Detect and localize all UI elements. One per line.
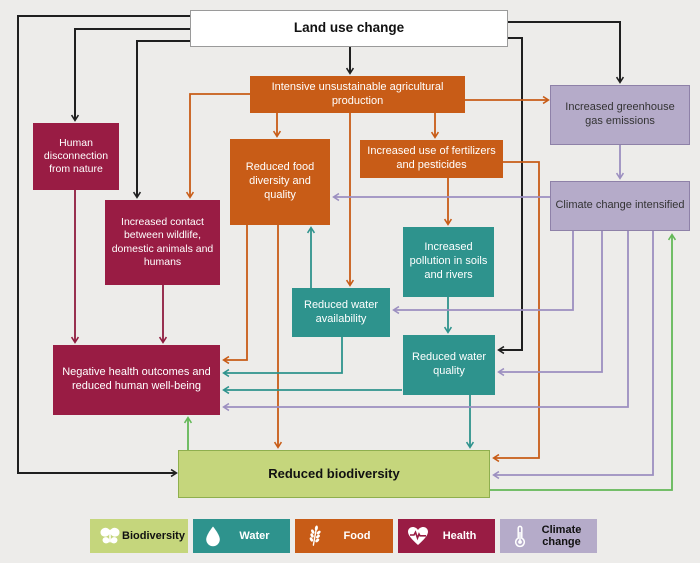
heart-pulse-icon [406, 524, 430, 548]
legend-item-water: Water [193, 519, 290, 553]
node-label: Increased use of fertilizers and pestici… [367, 145, 496, 171]
node-label: Reduced biodiversity [268, 465, 400, 481]
legend-label: Food [343, 529, 371, 542]
node-water-quality: Reduced water quality [403, 335, 495, 395]
node-wildlife-contact: Increased contact between wildlife, dome… [105, 200, 220, 285]
edge-climate-change-to-water-availability [392, 231, 574, 315]
edge-land-use-change-to-wildlife-contact [132, 40, 190, 199]
thermometer-icon [508, 524, 532, 548]
edge-land-use-change-to-human-disconnection [70, 28, 190, 122]
legend-label: Water [239, 529, 270, 542]
node-land-use-change: Land use change [190, 10, 508, 47]
legend-item-climate-change: Climate change [500, 519, 597, 553]
edge-climate-change-to-reduced-biodiversity [492, 231, 654, 480]
node-climate-change: Climate change intensified [550, 181, 690, 231]
node-label: Human disconnection from nature [43, 136, 109, 176]
legend-label: Health [442, 529, 477, 542]
legend-label: Climate change [541, 523, 582, 548]
node-fertilizers-pesticides: Increased use of fertilizers and pestici… [360, 140, 503, 178]
edge-water-availability-to-negative-health [222, 337, 343, 378]
edge-intensive-agriculture-to-wildlife-contact [185, 93, 250, 199]
node-label: Climate change intensified [555, 199, 685, 212]
node-label: Intensive unsustainable agricultural pro… [271, 80, 444, 107]
node-label: Land use change [293, 20, 405, 36]
wheat-icon [303, 524, 327, 548]
node-reduced-biodiversity: Reduced biodiversity [178, 450, 490, 498]
edge-reduced-food-to-negative-health [222, 225, 248, 365]
edge-land-use-change-to-water-quality [497, 37, 523, 355]
legend-item-health: Health [398, 519, 495, 553]
node-soil-river-pollution: Increased pollution in soils and rivers [403, 227, 494, 297]
edge-land-use-change-to-greenhouse-gas [508, 21, 625, 84]
droplet-icon [201, 524, 225, 548]
node-human-disconnection: Human disconnection from nature [33, 123, 119, 190]
node-label: Reduced water quality [412, 351, 486, 377]
node-intensive-agriculture: Intensive unsustainable agricultural pro… [250, 76, 465, 113]
node-label: Increased contact between wildlife, dome… [111, 216, 214, 268]
edge-climate-change-to-negative-health [222, 231, 629, 412]
node-reduced-food: Reduced food diversity and quality [230, 139, 330, 225]
node-greenhouse-gas: Increased greenhouse gas emissions [550, 85, 690, 145]
node-negative-health: Negative health outcomes and reduced hum… [53, 345, 220, 415]
node-label: Increased greenhouse gas emissions [565, 101, 675, 127]
legend-item-food: Food [295, 519, 393, 553]
node-label: Reduced water availability [304, 298, 378, 325]
node-label: Reduced food diversity and quality [245, 161, 315, 201]
edge-reduced-biodiversity-to-climate-change [490, 233, 677, 491]
edge-land-use-change-to-reduced-biodiversity [17, 15, 190, 478]
legend-item-biodiversity: Biodiversity [90, 519, 188, 553]
butterfly-icon [98, 524, 122, 548]
node-water-availability: Reduced water availability [292, 288, 390, 337]
legend-label: Biodiversity [122, 529, 185, 542]
edge-climate-change-to-water-quality [497, 231, 603, 377]
node-label: Negative health outcomes and reduced hum… [62, 366, 211, 392]
node-label: Increased pollution in soils and rivers [409, 241, 488, 281]
